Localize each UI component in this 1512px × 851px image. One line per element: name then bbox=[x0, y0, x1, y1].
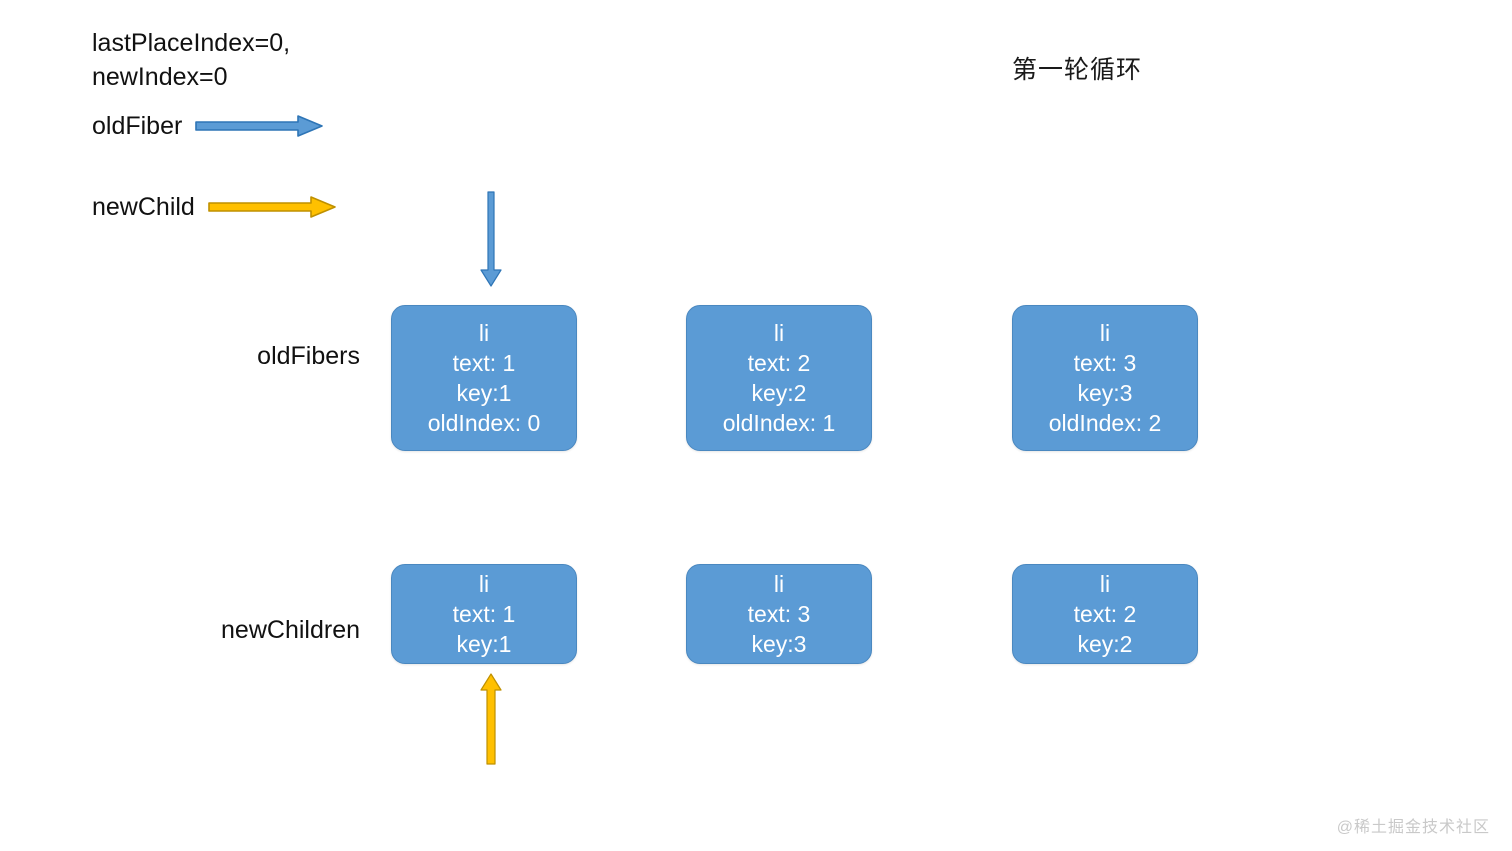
legend-item-newchild: newChild bbox=[92, 191, 337, 223]
node-tag: li bbox=[773, 571, 785, 597]
state-variables-text: lastPlaceIndex=0, newIndex=0 bbox=[92, 29, 291, 91]
new-child-pointer-arrow-icon bbox=[480, 673, 502, 765]
old-fiber-node-0: li text: 1 key:1 oldIndex: 0 bbox=[391, 305, 577, 451]
new-child-node-0: li text: 1 key:1 bbox=[391, 564, 577, 664]
row-label-oldfibers: oldFibers bbox=[257, 342, 360, 370]
node-text: text: 2 bbox=[1073, 601, 1137, 627]
node-old-index: oldIndex: 1 bbox=[722, 410, 836, 436]
node-key: key:1 bbox=[456, 380, 512, 406]
old-fiber-node-2: li text: 3 key:3 oldIndex: 2 bbox=[1012, 305, 1198, 451]
node-key: key:3 bbox=[751, 631, 807, 657]
node-text: text: 1 bbox=[452, 350, 516, 376]
node-tag: li bbox=[1099, 320, 1111, 346]
node-text: text: 1 bbox=[452, 601, 516, 627]
node-key: key:1 bbox=[456, 631, 512, 657]
node-old-index: oldIndex: 0 bbox=[427, 410, 541, 436]
right-arrow-icon bbox=[208, 196, 336, 218]
legend-label-newchild: newChild bbox=[92, 193, 195, 221]
right-arrow-icon bbox=[195, 115, 324, 137]
round-title: 第一轮循环 bbox=[1012, 56, 1143, 84]
new-child-node-2: li text: 2 key:2 bbox=[1012, 564, 1198, 664]
new-child-node-1: li text: 3 key:3 bbox=[686, 564, 872, 664]
row-label-newchildren: newChildren bbox=[221, 616, 360, 644]
node-text: text: 3 bbox=[1073, 350, 1137, 376]
old-fiber-pointer-arrow-icon bbox=[480, 191, 502, 287]
node-tag: li bbox=[773, 320, 785, 346]
watermark: @稀土掘金技术社区 bbox=[1336, 819, 1490, 836]
node-key: key:2 bbox=[1077, 631, 1133, 657]
legend-label-oldfiber: oldFiber bbox=[92, 112, 183, 140]
node-old-index: oldIndex: 2 bbox=[1048, 410, 1162, 436]
node-tag: li bbox=[478, 320, 490, 346]
node-key: key:3 bbox=[1077, 380, 1133, 406]
node-text: text: 3 bbox=[747, 601, 811, 627]
node-text: text: 2 bbox=[747, 350, 811, 376]
node-tag: li bbox=[478, 571, 490, 597]
node-key: key:2 bbox=[751, 380, 807, 406]
node-tag: li bbox=[1099, 571, 1111, 597]
old-fiber-node-1: li text: 2 key:2 oldIndex: 1 bbox=[686, 305, 872, 451]
legend-item-oldfiber: oldFiber bbox=[92, 110, 324, 142]
